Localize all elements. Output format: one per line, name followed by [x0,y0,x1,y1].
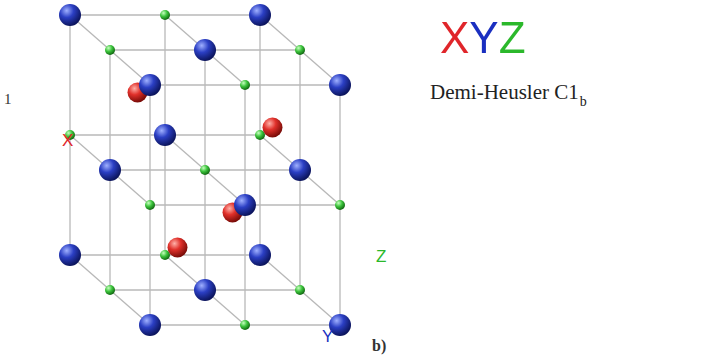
z-atom [105,45,115,55]
z-atom [105,285,115,295]
y-atom [59,244,81,266]
y-atom [289,159,311,181]
z-atom [145,200,155,210]
structure-subscript: b [580,95,587,109]
y-atom [194,39,216,61]
z-atom [240,320,250,330]
panel-mark: b) [372,338,386,354]
y-atom [99,159,121,181]
y-atom [139,314,161,336]
y-atom [329,74,351,96]
z-atom [295,45,305,55]
y-atom [139,74,161,96]
y-atom [194,279,216,301]
atom-label: X [62,132,73,149]
z-atom [200,165,210,175]
z-atom [160,10,170,20]
y-atom [154,124,176,146]
z-atom [335,200,345,210]
y-atom [59,4,81,26]
atom-label: Z [376,248,386,265]
y-atom [249,244,271,266]
x-atom [263,118,283,138]
z-atom [240,80,250,90]
structure-name: Demi-Heusler C1 [430,82,579,103]
z-atom [295,285,305,295]
x-atom [168,238,188,258]
formula-title: XYZ [440,16,526,60]
y-atom [234,194,256,216]
lattice-line [260,15,340,85]
y-atom [249,4,271,26]
edge-number: 1 [4,92,12,107]
atom-label: Y [322,328,333,345]
